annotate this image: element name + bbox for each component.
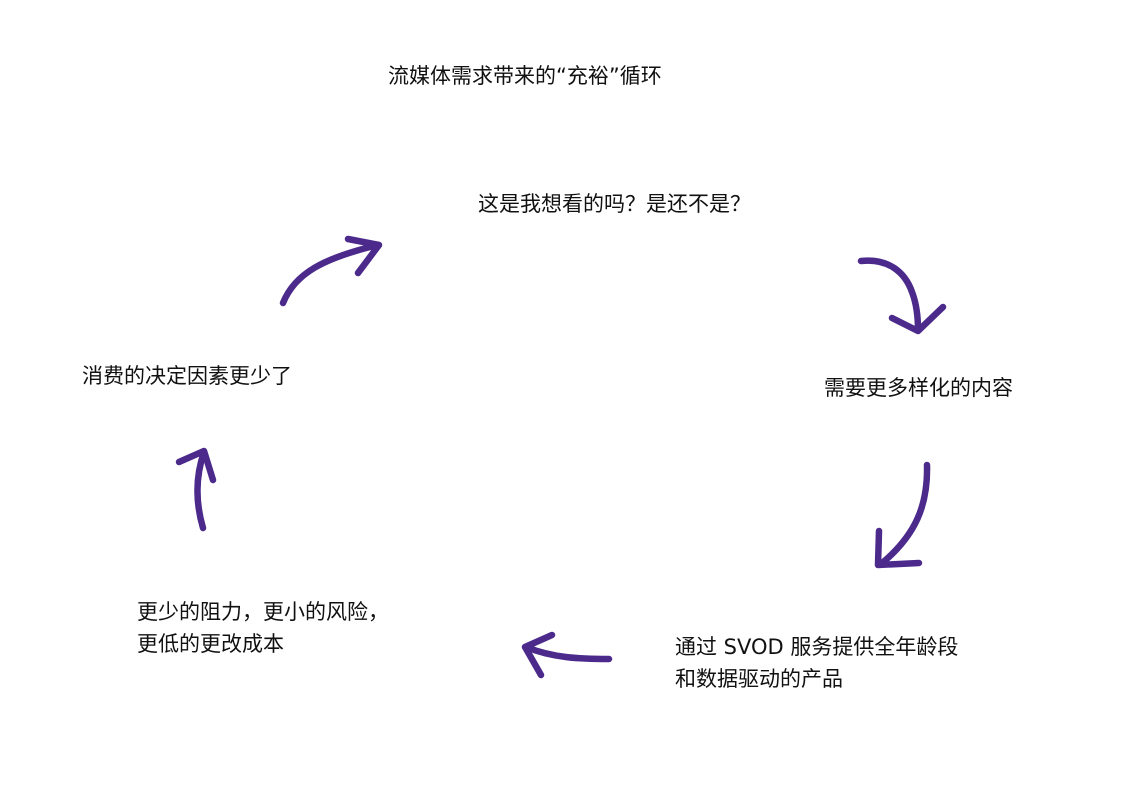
- arrow-head: [175, 447, 217, 484]
- arrow-svod-to-friction: [521, 631, 613, 679]
- arrow-head: [344, 235, 383, 277]
- arrow-shaft: [194, 448, 208, 532]
- cycle-node-content-question: 这是我想看的吗？是还不是？: [478, 188, 751, 220]
- node-line: 消费的决定因素更少了: [82, 364, 292, 388]
- cycle-node-less-friction: 更少的阻力，更小的风险， 更低的更改成本: [137, 596, 389, 660]
- arrow-diverse-to-svod: [874, 461, 931, 569]
- node-line: 更少的阻力，更小的风险，: [137, 600, 389, 624]
- diagram-title: 流媒体需求带来的“充裕”循环: [388, 64, 662, 88]
- arrow-shaft: [522, 643, 613, 663]
- arrow-head: [874, 527, 923, 569]
- arrow-head: [888, 303, 947, 335]
- node-line: 这是我想看的吗？是还不是？: [478, 192, 751, 216]
- arrow-factors-to-question: [279, 235, 383, 307]
- cycle-node-fewer-factors: 消费的决定因素更少了: [82, 360, 292, 392]
- node-line: 更低的更改成本: [137, 632, 284, 656]
- node-line: 通过 SVOD 服务提供全年龄段: [675, 635, 959, 659]
- arrow-shaft: [877, 461, 931, 568]
- arrow-friction-to-factors: [175, 447, 217, 532]
- node-line: 和数据驱动的产品: [675, 667, 843, 691]
- arrow-head: [521, 631, 556, 679]
- node-line: 需要更多样化的内容: [824, 376, 1013, 400]
- arrow-question-to-diverse: [857, 257, 947, 335]
- cycle-node-diverse-content: 需要更多样化的内容: [824, 372, 1013, 404]
- cycle-node-svod-service: 通过 SVOD 服务提供全年龄段 和数据驱动的产品: [675, 631, 958, 695]
- arrow-shaft: [279, 241, 382, 307]
- arrow-shaft: [857, 257, 922, 334]
